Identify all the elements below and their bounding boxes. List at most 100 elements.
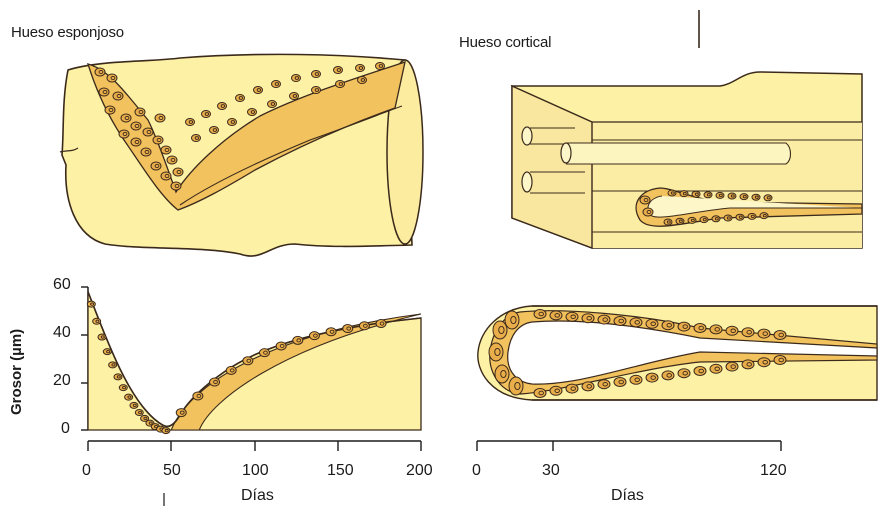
tunnel-top-cell-6 (630, 318, 642, 327)
trabecular-osteoclast-9 (161, 146, 171, 154)
cone-bottom-cell-8 (760, 213, 768, 219)
tunnel-top-cell-8 (662, 321, 674, 330)
cone-top-cell-3 (704, 192, 712, 198)
chart-osteoclast-8 (130, 402, 138, 408)
chart-osteoclast-4 (109, 362, 117, 368)
cone-top-cell-2 (692, 191, 700, 197)
cone-top-cell-5 (728, 193, 736, 199)
trabecular-osteoclast-1 (107, 74, 117, 82)
tunnel-bottom-cell-8 (662, 371, 674, 380)
tunnel-bottom-cell-15 (774, 356, 786, 365)
trabecular-osteoblast-12 (210, 127, 219, 134)
chart-osteoclast-7 (125, 394, 133, 400)
chart-osteoblast-9 (326, 328, 336, 336)
tunnel-top-cell-1 (550, 311, 562, 320)
trabecular-osteoclast-7 (143, 128, 153, 136)
trabecular-osteoblast-9 (356, 65, 365, 72)
chart-osteoblast-3 (226, 366, 236, 374)
tunnel-top-cell-3 (582, 314, 594, 323)
tunnel-bottom-cell-1 (550, 386, 562, 395)
tunnel-top-cell-9 (678, 322, 690, 331)
tunnel-bottom-cell-5 (614, 378, 626, 387)
chart-osteoblast-8 (309, 332, 319, 340)
chart-osteoblast-4 (243, 357, 253, 365)
chart-osteoclast-1 (93, 318, 101, 324)
tunnel-top-cell-2 (566, 312, 578, 321)
trabecular-osteoblast-16 (290, 93, 299, 100)
trabecular-osteoblast-17 (312, 87, 321, 94)
trabecular-osteoclast-14 (151, 162, 161, 170)
trabecular-osteoblast-4 (254, 87, 263, 94)
cone-bottom-cell-7 (748, 213, 756, 219)
canal-2-tube (566, 143, 791, 164)
chart-osteoclast-0 (87, 301, 95, 307)
tunnel-bottom-cell-14 (758, 358, 770, 367)
cone-top-cell-6 (740, 194, 748, 200)
tunnel-bottom-cell-2 (566, 384, 578, 393)
trabecular-osteoblast-15 (268, 101, 277, 108)
tunnel-bottom-cell-10 (694, 367, 706, 376)
chart-osteoclast-5 (114, 374, 122, 380)
chart-osteoclast-14 (162, 428, 170, 434)
trabecular-osteoclast-0 (95, 68, 105, 76)
chart-osteoclast-6 (119, 385, 127, 391)
canal-1-opening (522, 127, 532, 145)
trabecular-osteoclast-2 (99, 88, 109, 96)
trabecular-osteoclast-12 (171, 182, 181, 190)
chart-osteoblast-6 (276, 342, 286, 350)
canal-3-opening (522, 172, 532, 192)
tunnel-bottom-cell-13 (742, 360, 754, 369)
tunnel-top-cell-12 (726, 326, 738, 335)
trabecular-osteoclast-6 (131, 122, 141, 130)
tunnel-top-cell-7 (646, 319, 658, 328)
chart-osteoblast-7 (293, 336, 303, 344)
cone-tip-cell-0 (640, 196, 650, 204)
trabecular-osteoblast-7 (312, 71, 321, 78)
trabecular-osteoblast-19 (358, 77, 367, 84)
tunnel-top-cell-4 (598, 315, 610, 324)
cone-bottom-cell-6 (736, 214, 744, 220)
trabecular-osteoblast-10 (376, 63, 385, 70)
tunnel-top-cell-13 (742, 328, 754, 337)
tunnel-top-cell-14 (758, 329, 770, 338)
chart-osteoclast-3 (103, 349, 111, 355)
trabecular-osteoclast-18 (135, 108, 145, 116)
tunnel-bottom-cell-12 (726, 362, 738, 371)
cone-top-cell-0 (668, 190, 676, 196)
cortical-chart (477, 306, 877, 451)
cone-top-cell-8 (764, 195, 772, 201)
trabecular-osteoclast-16 (131, 138, 141, 146)
cone-bottom-cell-4 (712, 216, 720, 222)
chart-osteoblast-2 (210, 378, 220, 386)
tunnel-osteoclast-1 (489, 343, 503, 361)
tunnel-bottom-cell-0 (534, 389, 546, 398)
tunnel-osteoclast-0 (493, 321, 507, 339)
tunnel-top-cell-15 (774, 331, 786, 340)
trabecular-osteoblast-11 (192, 135, 201, 142)
trabecular-osteoclast-11 (173, 168, 183, 176)
cone-bottom-cell-1 (676, 218, 684, 224)
trabecular-osteoclast-19 (155, 114, 165, 122)
chart-osteoblast-1 (193, 392, 203, 400)
cone-bottom-cell-2 (688, 217, 696, 223)
trabecular-osteoclast-15 (141, 148, 151, 156)
trabecular-osteoclast-5 (121, 114, 131, 122)
trabecular-osteoclast-4 (105, 106, 115, 114)
tunnel-bottom-cell-4 (598, 380, 610, 389)
canal-2-opening (561, 143, 571, 163)
trabecular-chart (81, 287, 421, 506)
trabecular-osteoblast-14 (248, 109, 257, 116)
trabecular-osteoclast-8 (153, 136, 163, 144)
cone-bottom-cell-3 (700, 217, 708, 223)
cortical-bone-block (512, 72, 862, 248)
tunnel-top-cell-11 (710, 325, 722, 334)
trabecular-osteoblast-1 (202, 111, 211, 118)
trabecular-osteoblast-6 (292, 75, 301, 82)
chart-osteoblast-11 (359, 322, 369, 330)
tunnel-bottom-cell-3 (582, 382, 594, 391)
tunnel-top-cell-5 (614, 317, 626, 326)
tunnel-osteoclast-3 (505, 311, 519, 329)
cone-top-cell-7 (752, 194, 760, 200)
